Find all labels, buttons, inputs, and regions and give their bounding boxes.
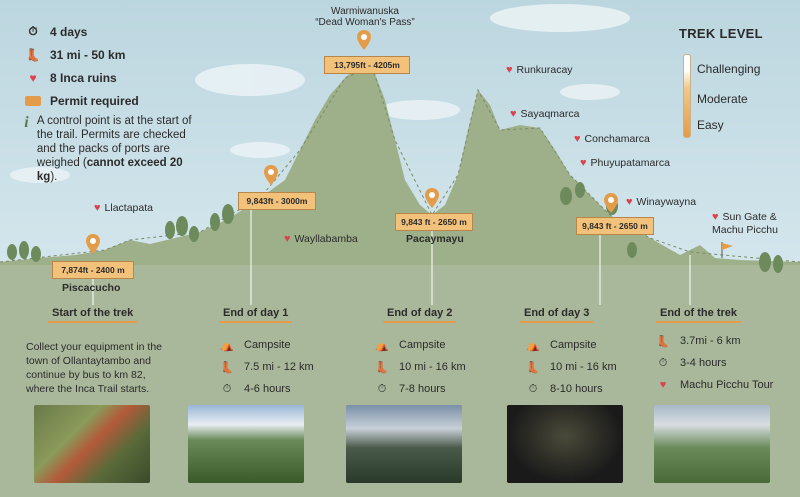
- heart-icon: ♥: [510, 108, 517, 120]
- heart-icon: ♥: [284, 233, 291, 245]
- clock-icon: ⏱: [28, 24, 38, 38]
- intro-text: Collect your equipment in the town of Ol…: [26, 341, 162, 395]
- section-end-of-trek: End of the trek: [655, 307, 742, 323]
- boot-icon: 👢: [375, 361, 389, 374]
- clock-icon: ⏱: [377, 382, 387, 395]
- day1-campsite: Campsite: [244, 339, 291, 351]
- place-winaywayna: ♥Winaywayna: [626, 196, 697, 208]
- tent-icon: ⛺: [220, 339, 234, 352]
- level-easy: Easy: [697, 118, 724, 132]
- peak-altitude-banner: 13,795ft - 4205m: [324, 56, 410, 74]
- peak-label: Warmiwanuska “Dead Woman's Pass”: [300, 6, 430, 28]
- trek-level-scale: TREK LEVEL Challenging Moderate Easy: [665, 26, 785, 138]
- day4-tour: Machu Picchu Tour: [680, 379, 774, 391]
- peak-name: Warmiwanuska: [331, 6, 399, 17]
- ticket-icon: [24, 92, 42, 110]
- section-start-of-trek: Start of the trek: [47, 307, 138, 323]
- piscacucho-altitude-banner: 7,874ft - 2400 m: [52, 261, 134, 279]
- place-conchamarca: ♥Conchamarca: [574, 133, 650, 145]
- trek-level-bar: [683, 54, 691, 138]
- location-pin-icon: [425, 188, 439, 208]
- day3-info: ⛺ Campsite 👢 10 mi - 16 km ⏱ 8-10 hours: [524, 334, 617, 400]
- boot-icon: 👢: [220, 361, 234, 374]
- boot-icon: 👢: [25, 47, 41, 62]
- place-pacaymayu: Pacaymayu: [406, 233, 464, 245]
- location-pin-icon: [86, 234, 100, 254]
- control-point-note: A control point is at the start of the t…: [36, 115, 192, 183]
- heart-icon: ♥: [29, 70, 37, 85]
- clock-icon: ⏱: [658, 356, 668, 369]
- place-sun-gate: ♥Sun Gate &Machu Picchu: [712, 211, 778, 236]
- photo-trail-start-sign: [34, 405, 150, 483]
- place-sayaqmarca: ♥Sayaqmarca: [510, 108, 580, 120]
- day4-info: 👢 3.7mi - 6 km ⏱ 3-4 hours ♥ Machu Picchu T…: [654, 330, 773, 396]
- place-wayllabamba: ♥Wayllabamba: [284, 233, 358, 245]
- photo-valley-trail: [188, 405, 304, 483]
- section-end-of-day-1: End of day 1: [218, 307, 293, 323]
- permit-label: Permit required: [50, 93, 139, 108]
- pacaymayu-altitude-banner: 9,843 ft - 2650 m: [395, 213, 473, 231]
- heart-icon: ♥: [712, 211, 719, 223]
- ruins-label: 8 Inca ruins: [50, 70, 117, 85]
- place-runkuracay: ♥Runkuracay: [506, 64, 573, 76]
- days-label: 4 days: [50, 24, 88, 39]
- trek-level-title: TREK LEVEL: [679, 26, 763, 41]
- info-icon: i: [24, 114, 29, 131]
- level-challenging: Challenging: [697, 62, 761, 76]
- day4-distance: 3.7mi - 6 km: [680, 335, 741, 347]
- day3-time: 8-10 hours: [550, 383, 603, 395]
- distance-label: 31 mi - 50 km: [50, 47, 126, 62]
- day2-campsite: Campsite: [399, 339, 446, 351]
- place-phuyupatamarca: ♥Phuyupatamarca: [580, 157, 670, 169]
- day2-time: 7-8 hours: [399, 383, 446, 395]
- place-piscacucho: Piscacucho: [62, 282, 121, 294]
- level-moderate: Moderate: [697, 92, 748, 106]
- day2-distance: 10 mi - 16 km: [399, 361, 466, 373]
- heart-icon: ♥: [659, 379, 667, 391]
- heart-icon: ♥: [580, 157, 587, 169]
- peak-alias: “Dead Woman's Pass”: [315, 17, 415, 28]
- photo-machu-picchu: [654, 405, 770, 483]
- heart-icon: ♥: [506, 64, 513, 76]
- day3-distance: 10 mi - 16 km: [550, 361, 617, 373]
- tent-icon: ⛺: [526, 339, 540, 352]
- clock-icon: ⏱: [528, 382, 538, 395]
- place-llactapata: ♥Llactapata: [94, 202, 153, 214]
- day2-info: ⛺ Campsite 👢 10 mi - 16 km ⏱ 7-8 hours: [373, 334, 466, 400]
- wayllabamba-altitude-banner: 9,843ft - 3000m: [238, 192, 316, 210]
- heart-icon: ♥: [94, 202, 101, 214]
- location-pin-icon: [357, 30, 371, 50]
- winaywayna-altitude-banner: 9,843 ft - 2650 m: [576, 217, 654, 235]
- day3-campsite: Campsite: [550, 339, 597, 351]
- clock-icon: ⏱: [222, 382, 232, 395]
- tent-icon: ⛺: [375, 339, 389, 352]
- photo-night-sky: [507, 405, 623, 483]
- day4-time: 3-4 hours: [680, 357, 727, 369]
- day1-info: ⛺ Campsite 👢 7.5 mi - 12 km ⏱ 4-6 hours: [218, 334, 314, 400]
- boot-icon: 👢: [656, 335, 670, 348]
- photo-mountain-pass: [346, 405, 462, 483]
- section-end-of-day-2: End of day 2: [382, 307, 457, 323]
- location-pin-icon: [604, 193, 618, 213]
- boot-icon: 👢: [526, 361, 540, 374]
- location-pin-icon: [264, 165, 278, 185]
- heart-icon: ♥: [626, 196, 633, 208]
- day1-time: 4-6 hours: [244, 383, 291, 395]
- heart-icon: ♥: [574, 133, 581, 145]
- section-end-of-day-3: End of day 3: [519, 307, 594, 323]
- trek-summary-legend: ⏱ 4 days 👢 31 mi - 50 km ♥ 8 Inca ruins Per…: [24, 20, 204, 184]
- day1-distance: 7.5 mi - 12 km: [244, 361, 314, 373]
